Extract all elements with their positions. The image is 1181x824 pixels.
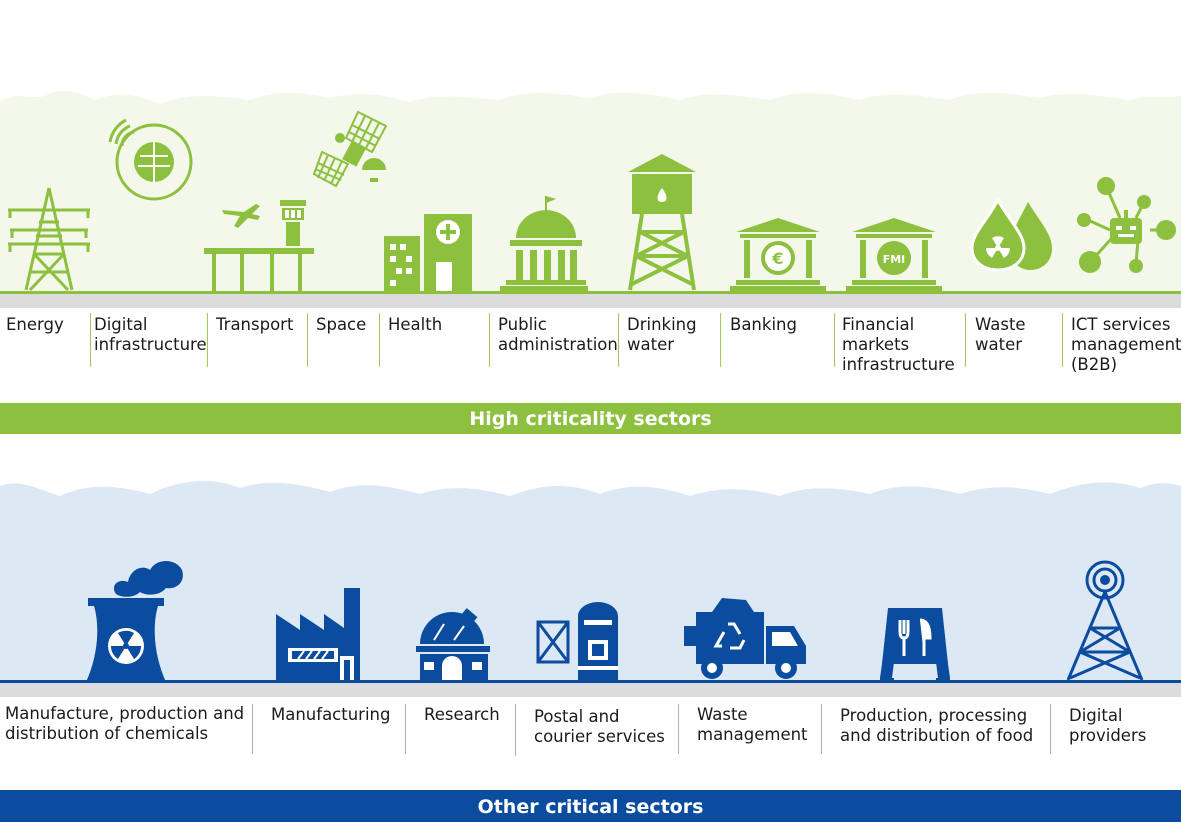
hospital-icon (384, 214, 472, 292)
sector-label-digital-providers: Digital providers (1069, 706, 1147, 745)
globe-signal-icon (108, 118, 193, 201)
sector-label-financial-markets-infrastructure: Financial markets infrastructure (842, 315, 955, 374)
chemical-plant-icon (86, 561, 183, 682)
divider (489, 313, 490, 367)
fmi-building-icon: FMI (846, 218, 942, 292)
fmi-icon-text: FMI (883, 253, 906, 266)
robot-network-icon (1077, 177, 1176, 273)
sector-label-ict-services: ICT services management (B2B) (1071, 315, 1181, 374)
sector-label-drinking-water: Drinking water (627, 315, 697, 354)
divider (1062, 313, 1063, 367)
divider (207, 313, 208, 367)
government-building-icon (500, 196, 588, 292)
sector-label-health: Health (388, 315, 443, 334)
svg-text:€: € (771, 249, 783, 268)
high-criticality-title: High criticality sectors (469, 408, 712, 430)
sector-label-postal: Postal and courier services (534, 707, 665, 746)
divider (252, 704, 253, 754)
factory-icon (276, 588, 360, 682)
green-ground-line (0, 291, 1181, 294)
water-drops-radiation-icon (970, 198, 1052, 272)
bank-euro-icon: € (730, 218, 826, 292)
recycling-truck-icon (684, 598, 806, 679)
divider (834, 313, 835, 367)
divider (515, 704, 516, 756)
satellite-icon (312, 110, 388, 188)
sector-label-space: Space (316, 315, 367, 334)
antenna-tower-icon (1066, 560, 1144, 681)
green-grey-strip (0, 294, 1181, 308)
sector-label-digital-infrastructure: Digital infrastructure (94, 315, 207, 354)
divider (307, 313, 308, 367)
water-tower-icon (628, 154, 696, 291)
observatory-icon (416, 608, 490, 682)
other-critical-title: Other critical sectors (477, 796, 704, 818)
divider (379, 313, 380, 367)
postbox-icon (536, 602, 618, 682)
sector-label-manufacturing: Manufacturing (271, 705, 391, 724)
sector-label-transport: Transport (216, 315, 294, 334)
divider (821, 704, 822, 754)
high-criticality-banner: High criticality sectors (0, 403, 1181, 434)
divider (618, 313, 619, 367)
divider (678, 704, 679, 754)
divider (965, 313, 966, 367)
other-critical-banner: Other critical sectors (0, 790, 1181, 822)
electricity-pylon-icon (8, 187, 90, 292)
airport-tower-icon (204, 200, 314, 292)
sector-label-banking: Banking (730, 315, 797, 334)
sector-label-chemicals: Manufacture, production and distribution… (5, 704, 245, 743)
blue-grey-strip (0, 683, 1181, 697)
blue-ground-line (0, 680, 1181, 683)
divider (90, 313, 91, 367)
sector-label-research: Research (424, 705, 500, 724)
sector-label-waste-water: Waste water (975, 315, 1026, 354)
divider (405, 704, 406, 754)
sector-label-public-administration: Public administration (498, 315, 618, 354)
sector-label-food: Production, processing and distribution … (840, 706, 1034, 745)
restaurant-sign-icon (880, 608, 950, 682)
divider (720, 313, 721, 367)
sector-label-waste-management: Waste management (697, 705, 808, 744)
sector-label-energy: Energy (6, 315, 64, 334)
divider (1050, 704, 1051, 754)
